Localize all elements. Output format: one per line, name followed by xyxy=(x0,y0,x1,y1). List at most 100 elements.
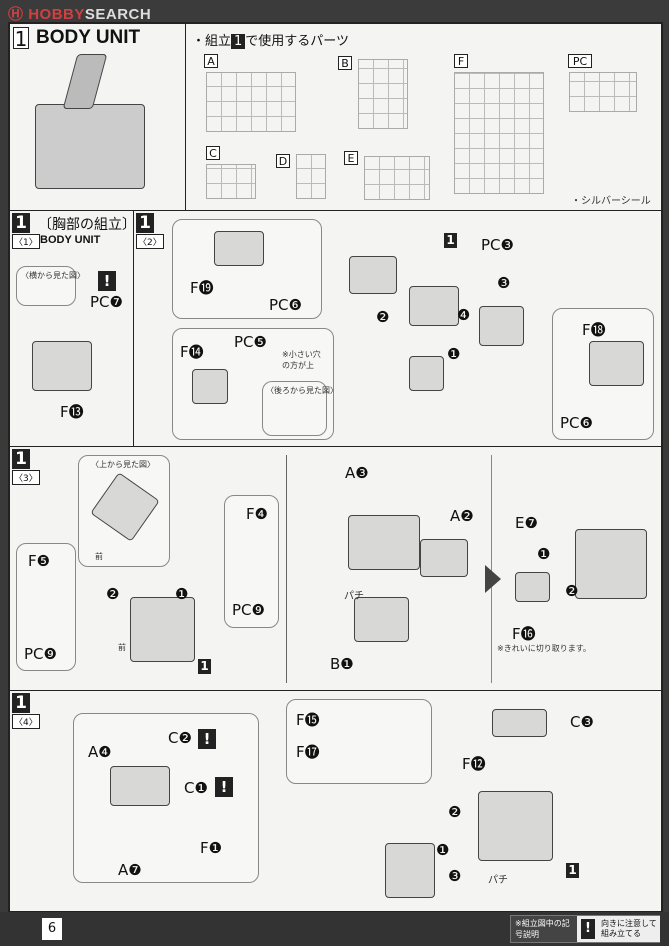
warning-icon: ! xyxy=(198,729,216,749)
hole-note: ※小さい穴の方が上 xyxy=(282,350,321,370)
part-illustration xyxy=(409,286,459,326)
part-illustration xyxy=(32,341,92,391)
runner-a xyxy=(206,72,296,132)
snap-label: パチ xyxy=(488,875,508,886)
part-label: F⓳ xyxy=(190,279,214,297)
top-view-label: 〈上から見た図〉 xyxy=(91,460,155,469)
arrow-step: ❶ xyxy=(436,841,450,859)
part-label: A❹ xyxy=(88,743,112,761)
side-view-callout: 〈横から見た図〉 xyxy=(16,266,85,306)
runner-f xyxy=(454,72,544,194)
part-illustration xyxy=(420,539,468,577)
runner-label-e: E xyxy=(344,151,358,165)
part-label: F⓲ xyxy=(582,321,606,339)
top-bar xyxy=(0,0,669,24)
part-label: F❺ xyxy=(28,552,51,570)
part-illustration xyxy=(192,369,228,404)
legend-title: ※組立図中の記号説明 xyxy=(515,919,570,939)
part-illustration xyxy=(354,597,409,642)
part-illustration xyxy=(515,572,550,602)
part-label: A❼ xyxy=(118,861,142,879)
part-illustration xyxy=(110,766,170,806)
cut-note: ※きれいに切り取ります。 xyxy=(497,644,591,653)
back-view-callout: 〈後ろから見た図〉 xyxy=(262,381,338,436)
step-1-1: 1 〈1〉 〔胸部の組立〕 BODY UNIT 〈横から見た図〉 ! PC❼ F… xyxy=(9,210,136,447)
substep-number: 〈2〉 xyxy=(136,234,164,249)
part-label: C❷ xyxy=(168,729,192,747)
ref-step: 1 xyxy=(566,863,579,878)
part-label: PC❸ xyxy=(481,236,514,254)
step-title-en: BODY UNIT xyxy=(40,234,101,246)
warning-icon: ! xyxy=(215,777,233,797)
step-1-3: 1 〈3〉 〈上から見た図〉前 F❺ PC❾ 前 F❹ PC❾ 1 ❷ ❶ A❸… xyxy=(9,446,662,691)
runner-b xyxy=(358,59,408,129)
part-illustration xyxy=(575,529,647,599)
substep-number: 〈4〉 xyxy=(12,714,40,729)
section-number: 1 xyxy=(13,27,29,51)
substep-number: 〈3〉 xyxy=(12,470,40,485)
front-label: 前 xyxy=(118,643,126,652)
part-label: F⓰ xyxy=(512,625,536,643)
part-illustration xyxy=(214,231,264,266)
arrow-step: ❸ xyxy=(497,274,511,292)
part-illustration xyxy=(349,256,397,294)
part-label: C❶ xyxy=(184,779,208,797)
detail-callout xyxy=(224,495,279,628)
part-label: E❼ xyxy=(515,514,538,532)
page-number: 6 xyxy=(42,918,62,940)
step-number: 1 xyxy=(136,213,154,233)
snap-label: パチ xyxy=(344,591,364,602)
part-label: PC❼ xyxy=(90,293,123,311)
step-number: 1 xyxy=(12,693,30,713)
part-label: F⓱ xyxy=(296,743,320,761)
runner-label-a: A xyxy=(204,54,218,68)
part-label: F❹ xyxy=(246,505,269,523)
part-label: F⓬ xyxy=(462,755,486,773)
arrow-right-icon xyxy=(485,565,501,593)
ref-step: 1 xyxy=(444,233,457,248)
part-illustration xyxy=(348,515,420,570)
part-illustration xyxy=(385,843,435,898)
body-unit-overview: 1 BODY UNIT xyxy=(9,23,186,211)
arrow-step: ❹ xyxy=(457,306,471,324)
body-unit-illustration xyxy=(35,104,145,189)
part-illustration xyxy=(409,356,444,391)
runner-c xyxy=(206,164,256,199)
part-illustration xyxy=(589,341,644,386)
part-label: PC❺ xyxy=(234,333,267,351)
part-label: F⓭ xyxy=(60,403,84,421)
part-label: C❸ xyxy=(570,713,594,731)
runner-pc xyxy=(569,72,637,112)
part-label: A❷ xyxy=(450,507,474,525)
arrow-step: ❶ xyxy=(537,545,551,563)
runner-label-f: F xyxy=(454,54,468,68)
back-view-label: 〈後ろから見た図〉 xyxy=(266,386,338,395)
wing-illustration xyxy=(62,54,108,109)
part-label: B❶ xyxy=(330,655,354,673)
side-view-label: 〈横から見た図〉 xyxy=(21,271,85,280)
runner-e xyxy=(364,156,430,200)
part-illustration xyxy=(478,791,553,861)
arrow-step: ❸ xyxy=(448,867,462,885)
part-label: PC❻ xyxy=(269,296,302,314)
part-label: F⓮ xyxy=(180,343,204,361)
detail-callout xyxy=(286,699,432,784)
hobby-search-logo: Ⓗ HOBBYSEARCH xyxy=(8,6,152,23)
step-number: 1 xyxy=(12,449,30,469)
step-1-4: 1 〈4〉 A❹ C❷ ! C❶ ! F❶ A❼ F⓯ F⓱ C❸ F⓬ ❷ ❶… xyxy=(9,690,662,912)
step-number: 1 xyxy=(12,213,30,233)
part-label: PC❾ xyxy=(24,645,57,663)
warning-icon: ! xyxy=(98,271,116,291)
front-label: 前 xyxy=(95,552,103,561)
runner-label-pc: PC xyxy=(568,54,592,68)
arrow-step: ❷ xyxy=(565,582,579,600)
divider xyxy=(286,455,287,683)
arrow-step: ❶ xyxy=(175,585,189,603)
substep-number: 〈1〉 xyxy=(12,234,40,249)
part-illustration xyxy=(479,306,524,346)
arrow-step: ❷ xyxy=(448,803,462,821)
runner-label-c: C xyxy=(206,146,220,160)
legend-text: 向きに注意して組み立てる xyxy=(601,919,657,938)
